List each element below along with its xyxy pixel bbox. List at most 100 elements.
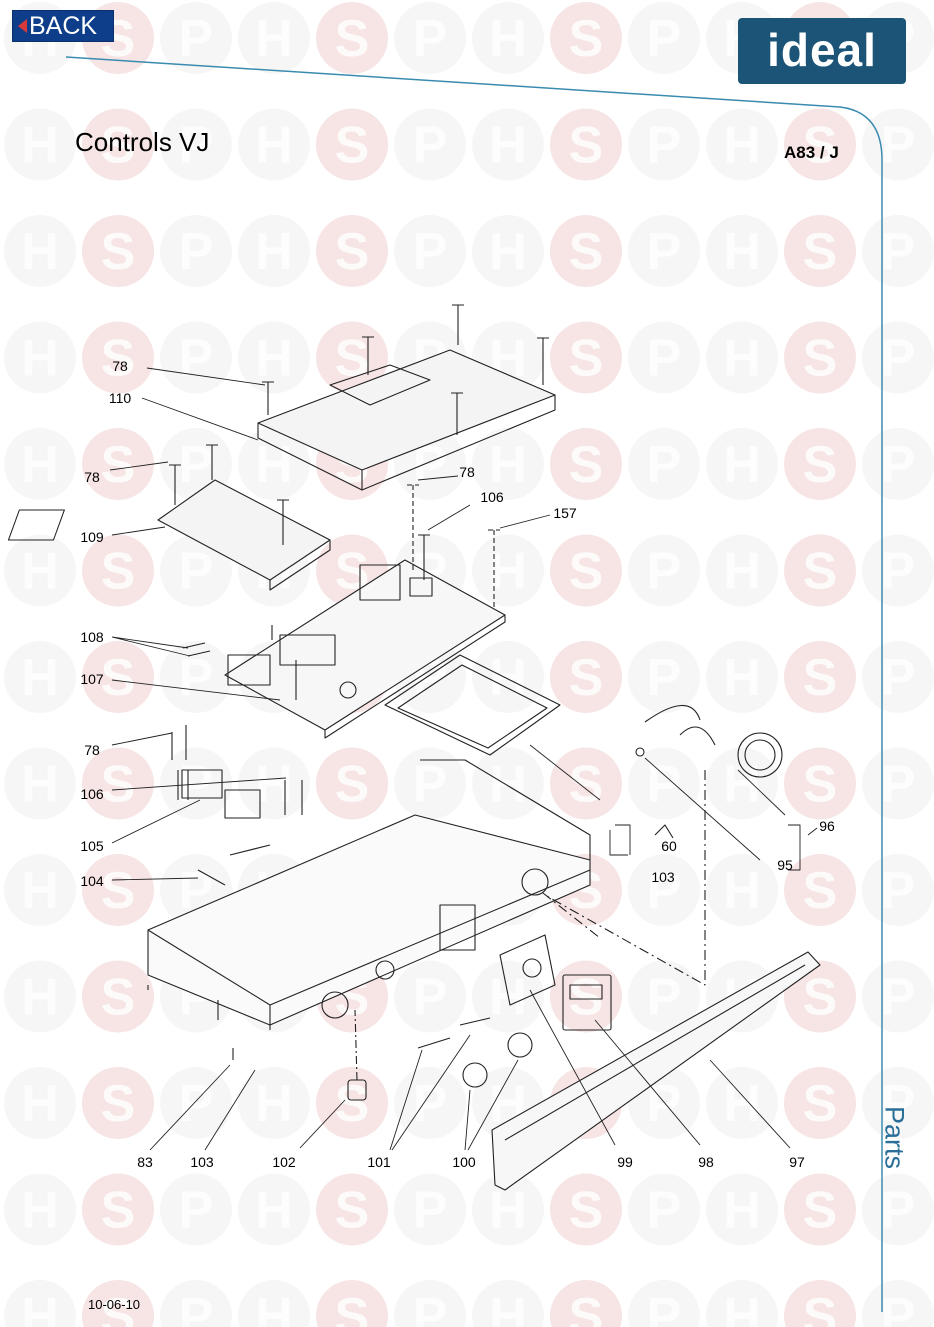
watermark-circle bbox=[394, 215, 466, 287]
watermark-circle bbox=[472, 108, 544, 181]
watermark-circle bbox=[862, 1067, 934, 1139]
watermark-circle bbox=[628, 321, 700, 394]
watermark-letter: S bbox=[101, 117, 136, 175]
watermark-circle bbox=[784, 1067, 856, 1139]
watermark-letter: P bbox=[413, 756, 448, 814]
watermark-circle bbox=[550, 1173, 622, 1246]
watermark-circle bbox=[238, 428, 310, 500]
watermark-letter: H bbox=[723, 117, 761, 175]
part-label: 96 bbox=[819, 818, 835, 834]
part-label: 105 bbox=[80, 838, 104, 854]
watermark-circle bbox=[82, 641, 154, 713]
part-label: 100 bbox=[452, 1154, 476, 1170]
watermark-letter: P bbox=[647, 862, 682, 920]
watermark-letter: H bbox=[21, 436, 59, 494]
watermark-circle bbox=[82, 534, 154, 607]
watermark-circle bbox=[238, 1067, 310, 1139]
watermark-letter: S bbox=[569, 756, 604, 814]
watermark-letter: H bbox=[489, 756, 527, 814]
watermark-circle bbox=[160, 1280, 232, 1327]
watermark-circle bbox=[784, 321, 856, 394]
watermark-letter: H bbox=[21, 223, 59, 281]
watermark-letter: H bbox=[21, 1288, 59, 1327]
watermark-letter: P bbox=[179, 1182, 214, 1240]
control-box-103 bbox=[147, 759, 591, 1060]
watermark-letter: P bbox=[413, 1075, 448, 1133]
watermark-letter: H bbox=[723, 543, 761, 601]
watermark-circle bbox=[4, 960, 76, 1033]
cover-plate-110 bbox=[257, 349, 556, 491]
watermark-letter: P bbox=[647, 10, 682, 68]
watermark-circle bbox=[160, 2, 232, 74]
watermark-letter: H bbox=[21, 969, 59, 1027]
watermark-letter: P bbox=[179, 223, 214, 281]
watermark-circle bbox=[4, 321, 76, 394]
watermark-circle bbox=[784, 428, 856, 500]
part-label: 157 bbox=[553, 505, 577, 521]
part-label: 103 bbox=[651, 869, 675, 885]
watermark-circle bbox=[862, 641, 934, 713]
watermark-letter: H bbox=[489, 543, 527, 601]
watermark-letter: S bbox=[101, 436, 136, 494]
watermark-circle bbox=[238, 108, 310, 181]
watermark-letter: S bbox=[803, 1075, 838, 1133]
watermark-letter: S bbox=[569, 543, 604, 601]
watermark-circle bbox=[784, 215, 856, 287]
fuses-108 bbox=[182, 642, 211, 657]
watermark-letter: P bbox=[647, 436, 682, 494]
watermark-circle bbox=[550, 321, 622, 394]
watermark-letter: P bbox=[647, 543, 682, 601]
watermark-circle bbox=[316, 1173, 388, 1246]
watermark-circle bbox=[706, 108, 778, 181]
watermark-letter: P bbox=[413, 1288, 448, 1327]
watermark-circle bbox=[706, 1280, 778, 1327]
watermark-circle bbox=[316, 1280, 388, 1327]
watermark-letter: P bbox=[413, 223, 448, 281]
watermark-circle bbox=[160, 534, 232, 607]
watermark-circle bbox=[238, 1173, 310, 1246]
watermark-circle bbox=[82, 1280, 154, 1327]
watermark-circle bbox=[82, 854, 154, 926]
watermark-letter: P bbox=[881, 117, 916, 175]
back-button[interactable]: BACK bbox=[12, 10, 114, 42]
watermark-circle bbox=[4, 108, 76, 181]
watermark-letter: H bbox=[489, 117, 527, 175]
ideal-logo: ideal bbox=[738, 18, 906, 84]
watermark-letter: H bbox=[723, 1182, 761, 1240]
watermark-letter: S bbox=[335, 1075, 370, 1133]
page-title: Controls VJ bbox=[75, 127, 210, 157]
watermark-letter: H bbox=[21, 862, 59, 920]
watermark-letter: P bbox=[881, 756, 916, 814]
watermark-letter: H bbox=[255, 10, 293, 68]
watermark-letter: H bbox=[489, 649, 527, 707]
watermark-circle bbox=[316, 321, 388, 394]
watermark-circle bbox=[316, 108, 388, 181]
part-label: 106 bbox=[480, 489, 504, 505]
pcb-107 bbox=[224, 484, 506, 739]
watermark-circle bbox=[862, 854, 934, 926]
watermark-circle bbox=[82, 428, 154, 500]
watermark-circle bbox=[394, 747, 466, 820]
watermark-letter: H bbox=[489, 1288, 527, 1327]
watermark-circle bbox=[160, 1173, 232, 1246]
watermark-letter: S bbox=[803, 1288, 838, 1327]
watermark-letter: S bbox=[803, 330, 838, 388]
watermark-letter: S bbox=[569, 1182, 604, 1240]
part-label: 83 bbox=[137, 1154, 153, 1170]
watermark-circle bbox=[706, 321, 778, 394]
watermark-letter: S bbox=[101, 862, 136, 920]
watermark-circle bbox=[394, 1280, 466, 1327]
watermark-circle bbox=[4, 1280, 76, 1327]
watermark-letter: P bbox=[179, 436, 214, 494]
watermark-circle bbox=[82, 747, 154, 820]
watermark-circle bbox=[862, 215, 934, 287]
watermark-circle bbox=[82, 1173, 154, 1246]
watermark-circle bbox=[706, 428, 778, 500]
knob-102 bbox=[347, 1009, 367, 1101]
watermark-letter: P bbox=[179, 1288, 214, 1327]
watermark-letter: H bbox=[489, 10, 527, 68]
watermark-letter: H bbox=[489, 223, 527, 281]
parts-side-tab: Parts bbox=[874, 1100, 914, 1180]
watermark-circle bbox=[550, 960, 622, 1033]
watermark-letter: S bbox=[101, 1182, 136, 1240]
